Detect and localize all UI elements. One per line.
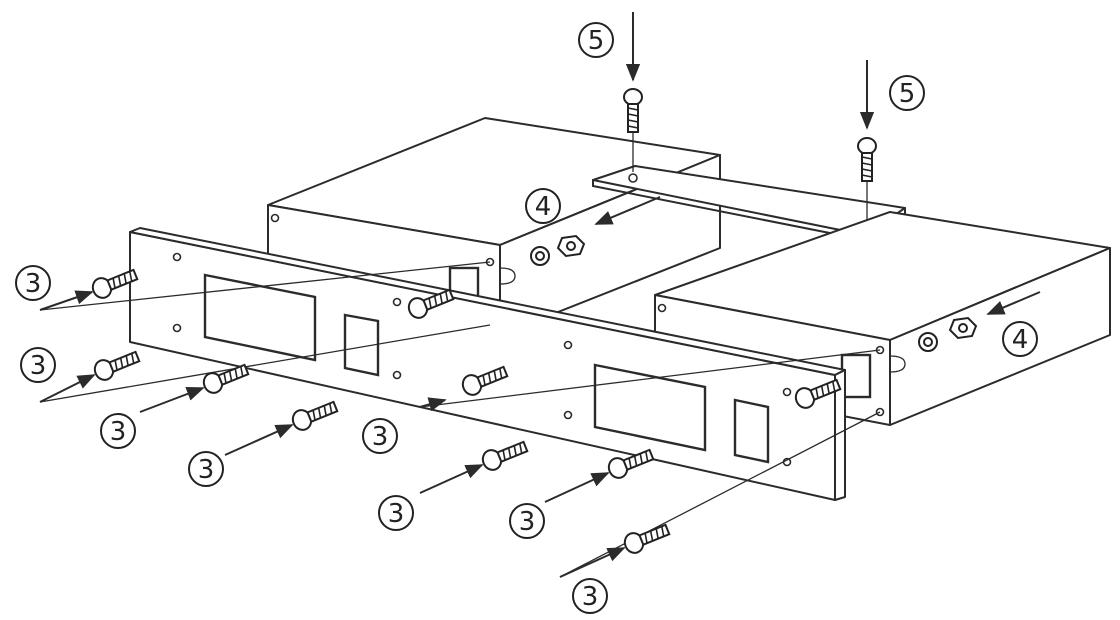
callout-5-left: 5	[578, 22, 614, 58]
rack-screws	[91, 268, 842, 554]
screw	[623, 523, 671, 554]
callout-4-right: 4	[1002, 321, 1038, 357]
plate-screws	[623, 88, 877, 220]
insertion-arrows	[39, 12, 1041, 578]
screw	[93, 350, 141, 381]
screw	[481, 440, 529, 471]
callout-3-c: 3	[100, 413, 136, 449]
screw	[461, 365, 509, 396]
callout-3-b: 3	[20, 347, 56, 383]
nuts	[530, 234, 978, 352]
callout-3-h: 3	[572, 578, 608, 614]
callout-3-e: 3	[362, 418, 398, 454]
svg-text:5: 5	[588, 26, 605, 56]
screw	[794, 378, 842, 409]
svg-text:4: 4	[1012, 325, 1029, 355]
right-panel-cutout-small	[733, 398, 770, 464]
callout-3-g: 3	[509, 503, 545, 539]
right-panel-cutout-large	[593, 363, 707, 452]
callout-5-right: 5	[889, 75, 925, 111]
svg-text:3: 3	[25, 269, 42, 299]
svg-text:3: 3	[519, 507, 536, 537]
screw	[91, 268, 139, 299]
screw	[623, 88, 643, 133]
callout-3-f: 3	[378, 495, 414, 531]
screw	[291, 400, 339, 431]
nut-left	[530, 234, 586, 266]
callout-3-a: 3	[15, 265, 51, 301]
svg-text:3: 3	[198, 455, 215, 485]
screw	[407, 288, 455, 319]
svg-text:3: 3	[372, 422, 389, 452]
svg-text:3: 3	[582, 582, 599, 612]
screw	[607, 448, 655, 479]
svg-text:5: 5	[899, 79, 916, 109]
rack-front-panel	[129, 227, 846, 501]
svg-text:3: 3	[110, 417, 127, 447]
nut-right	[918, 316, 978, 352]
left-panel-cutout-large	[203, 273, 317, 362]
svg-text:3: 3	[30, 351, 47, 381]
screw	[202, 363, 250, 394]
svg-text:3: 3	[388, 499, 405, 529]
callout-3-d: 3	[188, 451, 224, 487]
screw	[857, 137, 877, 182]
svg-text:4: 4	[535, 192, 552, 222]
right-device-port	[840, 353, 872, 399]
callout-4-left: 4	[525, 188, 561, 224]
